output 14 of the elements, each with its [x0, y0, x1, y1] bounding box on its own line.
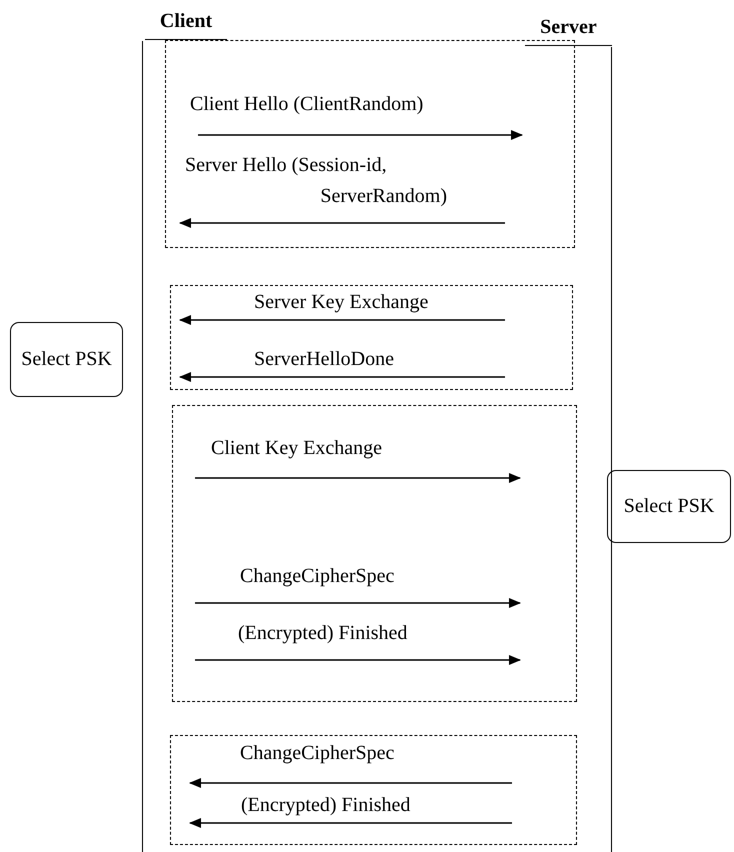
process-box: Select PSK — [10, 322, 123, 397]
edge-label: Server Hello (Session-id, ServerRandom) — [185, 153, 447, 209]
message-arrow — [189, 778, 512, 788]
message-arrow — [195, 598, 521, 608]
lifeline-header: Client — [145, 10, 227, 40]
message-arrow — [189, 818, 512, 828]
message-arrow — [179, 218, 505, 228]
message-arrow — [195, 655, 521, 665]
message-arrow — [198, 130, 523, 140]
message-arrow — [179, 315, 505, 325]
lifeline-header: Server — [525, 16, 612, 46]
process-box: Select PSK — [607, 470, 731, 543]
message-arrow — [195, 473, 521, 483]
message-arrow — [179, 372, 505, 382]
